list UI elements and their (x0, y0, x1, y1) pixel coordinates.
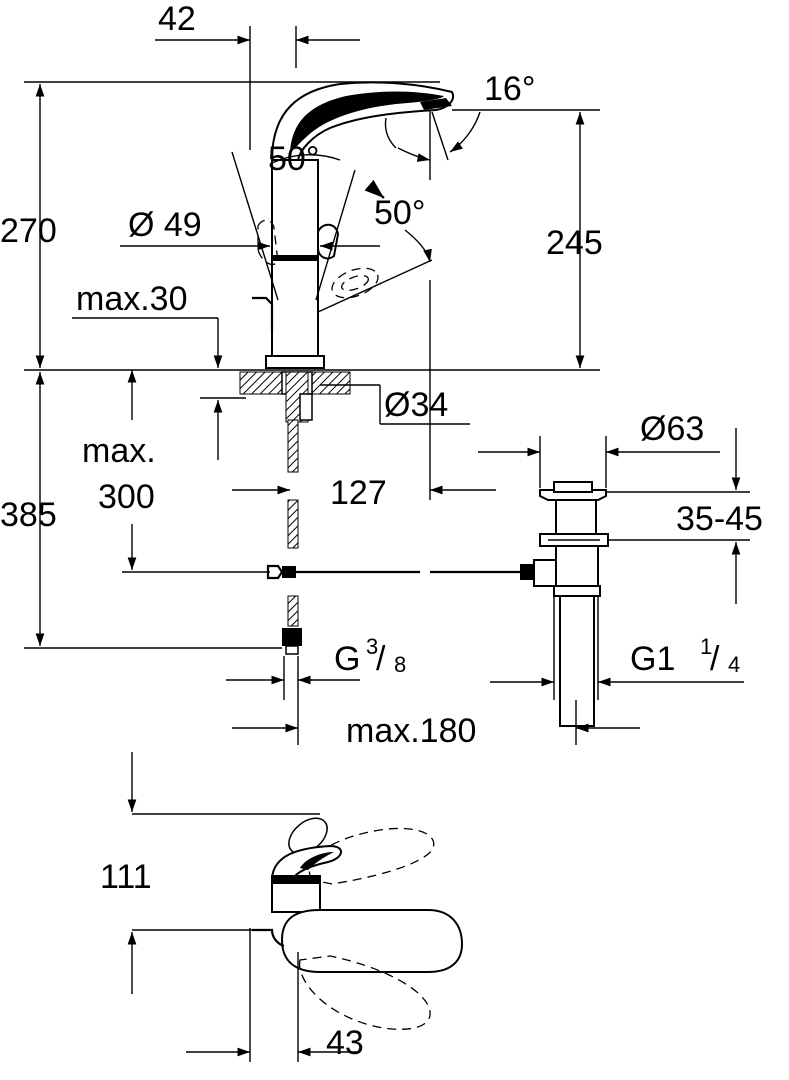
arc-16-left (397, 147, 431, 162)
label-g38-num: 3 (366, 634, 378, 659)
popup-rod (252, 296, 274, 332)
label-g114-main: G1 (630, 640, 675, 678)
popup-knob (252, 928, 285, 948)
mount-stud (299, 393, 313, 421)
sweep-right (315, 169, 356, 301)
label-max180: max.180 (346, 712, 476, 750)
waste-lower (555, 545, 599, 587)
label-g38-den: 8 (394, 652, 406, 677)
lever-dashed-down (298, 955, 431, 1030)
waste-body (555, 499, 597, 537)
label-max300-a: max. (82, 432, 156, 470)
label-max300-b: 300 (98, 478, 155, 516)
label-g114-num: 1 (700, 634, 712, 659)
lever-dashed-rotated (331, 267, 379, 299)
dimension-labels: 42 16° 50° 50° 270 Ø 49 245 max.30 Ø34 Ø… (0, 0, 763, 1062)
label-385: 385 (0, 496, 57, 534)
lever-dashed-rotated-inner (341, 274, 369, 292)
label-42: 42 (158, 0, 196, 38)
label-g38-main: G (334, 640, 360, 678)
label-g38-slash: / (376, 640, 386, 678)
top-spout (280, 909, 464, 973)
label-d63: Ø63 (640, 410, 704, 448)
faucet-spout-highlight (290, 91, 444, 152)
label-g114-den: 4 (728, 652, 740, 677)
label-50deg-top: 50° (268, 140, 319, 178)
label-245: 245 (546, 224, 603, 262)
angle-arrow-right (364, 179, 385, 199)
label-16deg: 16° (484, 70, 535, 108)
faucet-base (265, 355, 325, 369)
faucet-outlet (420, 98, 452, 110)
label-111: 111 (100, 858, 152, 896)
waste-plug (553, 481, 593, 493)
mounting-assembly (239, 371, 470, 655)
top-body-band (272, 876, 320, 884)
label-g114-slash: / (710, 640, 720, 678)
hose-3 (287, 595, 299, 627)
rod-ball (520, 564, 534, 580)
dimension-lines-top (24, 26, 600, 460)
lever-right (317, 223, 340, 260)
label-127: 127 (330, 474, 387, 512)
label-50deg-right: 50° (374, 194, 425, 232)
waste-tail (559, 595, 595, 727)
label-43: 43 (326, 1024, 364, 1062)
label-d34: Ø34 (384, 386, 448, 424)
arc-16-right (449, 111, 481, 153)
hose-connector (282, 628, 302, 646)
faucet-side-view (231, 81, 481, 369)
label-max30: max.30 (76, 280, 188, 318)
sweep-left (231, 151, 279, 301)
hose-1 (287, 419, 299, 473)
arc-16-tail (384, 117, 397, 149)
hose-2 (287, 499, 299, 549)
lever-dashed-left (257, 219, 279, 265)
label-35-45: 35-45 (676, 500, 763, 538)
waste-lower-collar (553, 585, 601, 597)
body-band-solid (272, 255, 318, 261)
spout-tilt (431, 111, 449, 161)
angle-arc-right (404, 229, 432, 263)
sweep-right-2 (317, 259, 433, 313)
hose-tail (285, 645, 299, 655)
rod-clip (266, 564, 284, 580)
lever-handle-top-solid (300, 852, 334, 870)
popup-waste (24, 280, 750, 745)
label-d49: Ø 49 (128, 206, 202, 244)
rod-clip-block (282, 566, 296, 578)
label-270: 270 (0, 212, 57, 250)
waste-side-port (533, 559, 557, 587)
angle-arc-top (269, 154, 341, 165)
faucet-top-view (127, 752, 464, 1062)
